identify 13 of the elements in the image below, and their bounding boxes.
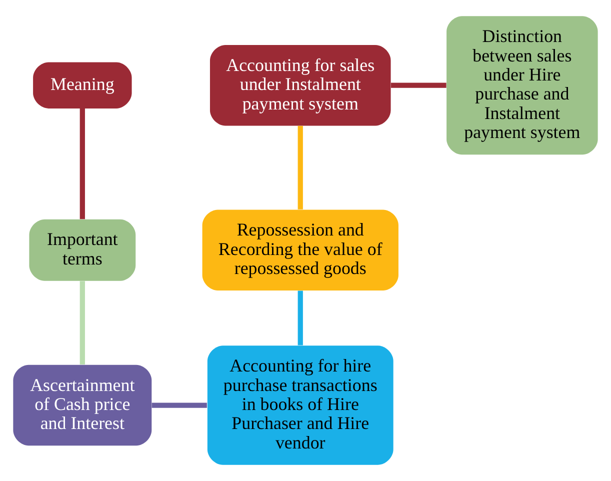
connector <box>298 126 303 210</box>
node-box: Repossession and Recording the value of repossessed goods <box>202 210 398 290</box>
node-box: Accounting for hire purchase transactions in books of Hire Purchaser and Hire vendor <box>207 346 394 465</box>
connector <box>80 281 85 364</box>
connector <box>80 108 85 220</box>
connector <box>152 402 207 408</box>
connector <box>298 290 303 346</box>
node-box: Accounting for sales under Instalment payment system <box>210 44 391 126</box>
connector <box>390 82 446 88</box>
node-box: Distinction between sales under Hire purchase and Instalment payment system <box>446 16 598 155</box>
node-box: Ascertainment of Cash price and Interest <box>13 364 152 446</box>
node-box: Meaning <box>33 62 132 108</box>
node-box: Important terms <box>29 219 136 281</box>
